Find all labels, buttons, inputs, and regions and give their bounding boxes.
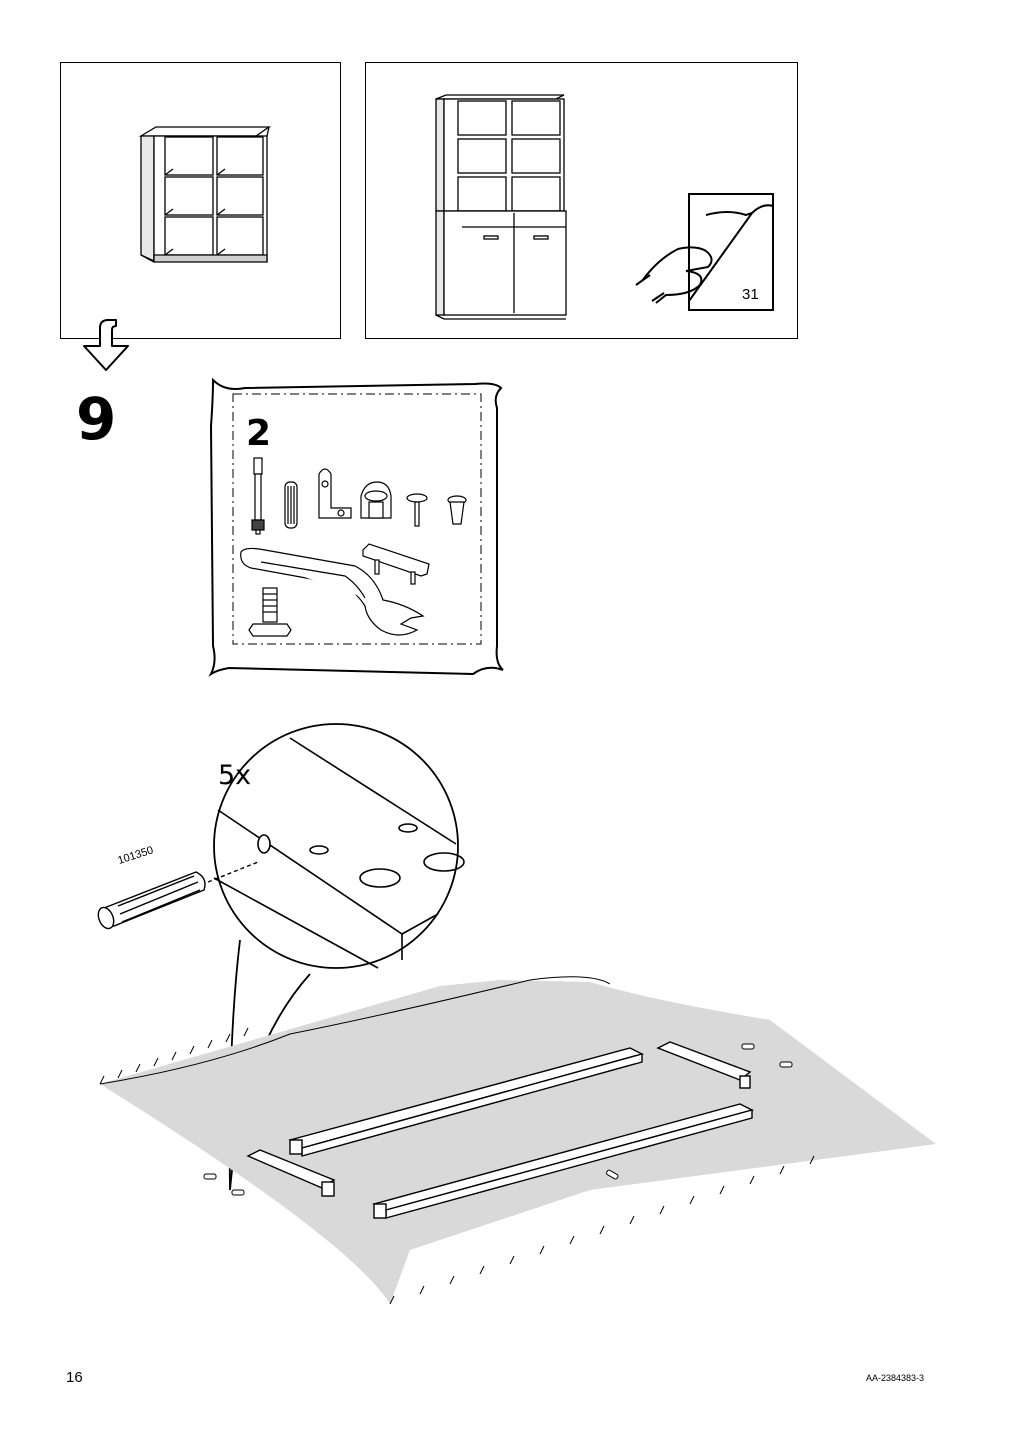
- screw-icon: [406, 493, 428, 527]
- bracket-icon: [318, 468, 352, 519]
- rail-front: [372, 1103, 754, 1219]
- page-number: 16: [66, 1369, 83, 1386]
- crossbar-left: [246, 1149, 336, 1197]
- quantity-callout: 5x: [218, 760, 252, 791]
- page-reference-icon: [635, 193, 774, 311]
- reference-page-number: 31: [742, 286, 759, 303]
- insert-icon: [447, 495, 467, 525]
- overview-panel-shelf: [60, 62, 341, 339]
- zoom-callout: [97, 723, 936, 1305]
- adjustable-foot-icon: [248, 587, 292, 637]
- overview-panel-cabinet: 31: [365, 62, 798, 339]
- cam-bolt-icon: [251, 457, 265, 535]
- wrench-icon: [240, 547, 425, 636]
- shelf-unit-illustration: [138, 126, 272, 263]
- cabinet-illustration: [435, 94, 774, 320]
- document-code: AA-2384383-3: [866, 1373, 925, 1383]
- hardware-bag: [208, 377, 504, 677]
- connector-icon: [362, 543, 430, 585]
- crossbar-right: [656, 1041, 752, 1089]
- rail-back: [288, 1047, 644, 1157]
- step-number: 9: [76, 385, 117, 453]
- next-step-arrow-icon: [83, 319, 129, 371]
- cam-lock-icon: [360, 481, 392, 519]
- dowel-part-icon: [97, 861, 259, 930]
- dowel-icon: [284, 481, 298, 529]
- hardware-quantity: 2: [246, 413, 272, 454]
